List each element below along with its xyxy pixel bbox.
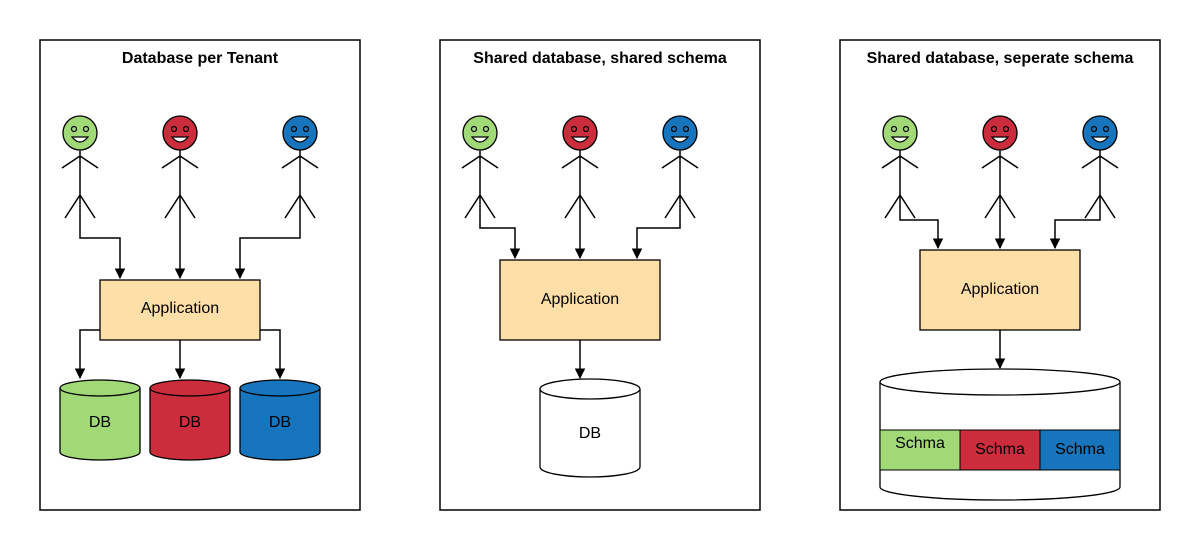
application-box [99, 279, 261, 341]
connector-arrow [260, 329, 286, 380]
schema-block-green: Schma [879, 429, 961, 471]
panel-title: Database per Tenant [122, 50, 279, 67]
connector-arrow [74, 329, 100, 380]
database-label: DB [89, 414, 111, 431]
connector-arrow [479, 195, 521, 260]
database-cylinder-red: DB [149, 379, 231, 461]
application-box [919, 249, 1081, 331]
application-label: Application [141, 300, 219, 317]
schema-block-red: Schma [959, 429, 1041, 471]
application-label: Application [961, 281, 1039, 298]
connector-arrow [631, 195, 681, 260]
connector-arrow [899, 195, 944, 250]
application-box [499, 259, 661, 341]
schema-label: Schma [895, 435, 945, 452]
user-icon-red [981, 115, 1019, 219]
panel-shared-database-shared-schema: Shared database, shared schema [439, 39, 761, 511]
connector-arrow [79, 195, 126, 280]
schema-label: Schma [975, 441, 1025, 458]
user-icon-blue [1081, 115, 1119, 219]
database-cylinder-green: DB [59, 379, 141, 461]
database-label: DB [579, 425, 601, 442]
connector-arrow [234, 195, 301, 280]
user-icon-red [161, 115, 199, 219]
user-icon-red [561, 115, 599, 219]
database-cylinder-blue: DB [239, 379, 321, 461]
user-icon-green [881, 115, 919, 219]
database-cylinder-white: DB [539, 378, 641, 478]
panel-shared-database-seperate-schema: Shared database, seperate schema [839, 39, 1161, 511]
shared-database-cylinder: Schma Schma Schma [879, 368, 1121, 501]
connector-arrow [1049, 195, 1101, 250]
schema-block-blue: Schma [1039, 429, 1121, 471]
database-label: DB [269, 414, 291, 431]
database-label: DB [179, 414, 201, 431]
panel-title: Shared database, seperate schema [867, 50, 1134, 67]
panel-database-per-tenant: Database per Tenant [39, 39, 361, 511]
schema-label: Schma [1055, 441, 1105, 458]
user-icon-green [461, 115, 499, 219]
panel-title: Shared database, shared schema [473, 50, 727, 67]
user-icon-blue [661, 115, 699, 219]
application-label: Application [541, 291, 619, 308]
user-icon-green [61, 115, 99, 219]
user-icon-blue [281, 115, 319, 219]
